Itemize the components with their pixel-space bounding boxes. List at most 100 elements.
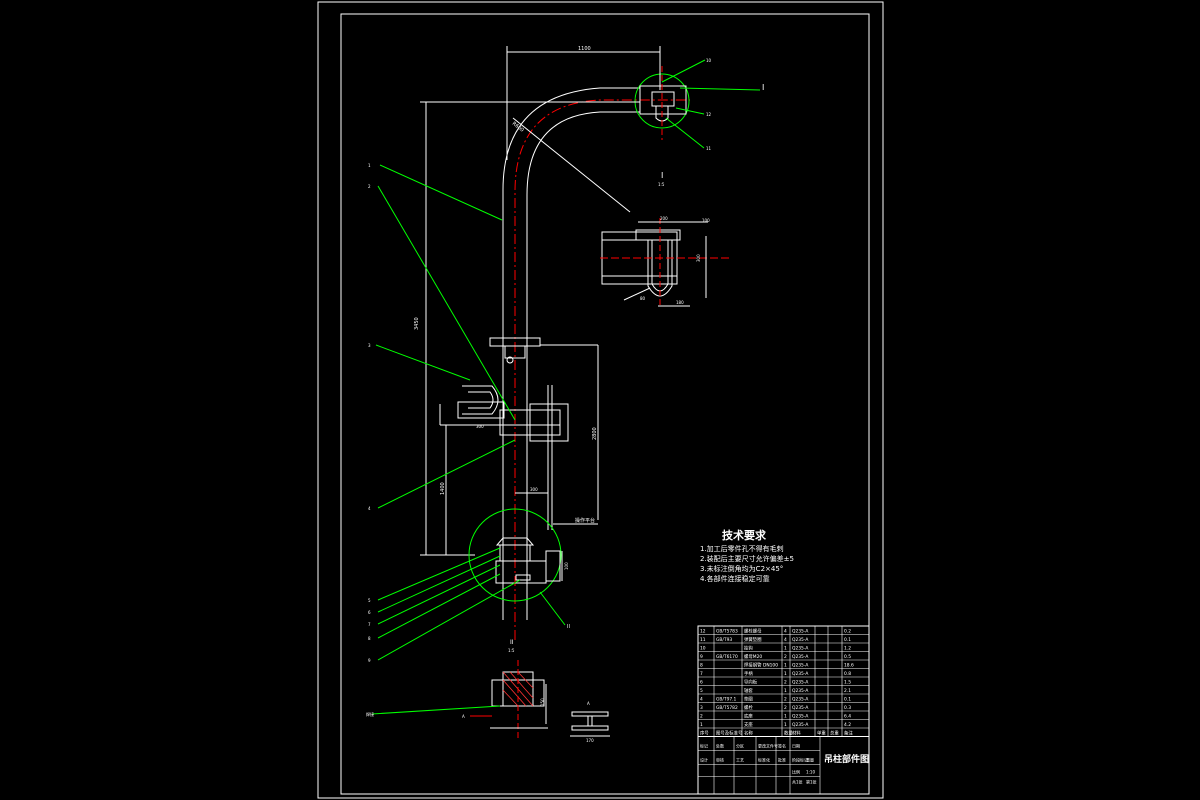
titleblock-cell: 标记 [700,743,708,749]
bom-cell: 4 [700,697,703,703]
dim-top-width: 1100 [578,46,591,52]
titleblock-frame [697,736,870,795]
bom-cell: Q235-A [792,629,808,635]
bom-cell: 1.2 [844,646,851,652]
bom-header-cell: 名称 [744,730,753,737]
dim-clamp-c: 300 [696,254,701,262]
drawing-title: 吊柱部件图 [824,753,869,765]
bom-cell: 3 [700,705,703,711]
callout-4: 4 [368,506,371,511]
bom-cell: 2 [700,714,703,720]
bom-cell: Q235-A [792,722,808,728]
callout-6: 6 [368,610,371,615]
bom-cell: Q235-A [792,671,808,677]
callout-9: 9 [368,658,371,663]
bom-cell: 4 [784,637,787,643]
bom-header-cell: 图号及标准号 [716,730,743,737]
callout-1: 1 [368,163,371,168]
section-a-view: A 170 [570,701,610,743]
bom-cell: 6.4 [844,714,851,720]
outer-frame [317,1,884,799]
dim-clamp-a: 200 [660,216,668,221]
bom-cell: 螺栓 [744,704,753,711]
bom-cell: 9 [700,654,703,660]
left-callouts: 1 2 3 4 5 6 7 8 9 [368,163,521,663]
bom-cell: 0.3 [844,705,851,711]
callout-11: 11 [706,146,712,151]
bom-header-cell: 序号 [700,730,709,737]
callout-10: 10 [706,58,712,63]
bom-header-cell: 数量 [784,730,793,737]
bom-cell: 18.6 [844,663,854,669]
bom-cell: 焊接钢管 DN100 [744,662,778,669]
bom-cell: 0.2 [844,629,851,635]
bom-cell: GB/T93 [716,637,732,643]
bom-cell: 2 [784,654,787,660]
dim-bottom-width: 170 [586,738,594,743]
bom-cell: Q235-A [792,688,808,694]
callout-7: 7 [368,622,371,627]
bom-cell: 导向板 [744,679,758,686]
callout-ii: II [539,591,570,630]
callout-2: 2 [368,184,371,189]
titleblock-cell: 审核 [716,757,724,763]
dim-total-height: 3450 [414,317,420,330]
tech-item-2: 2.装配后主要尺寸允许偏差±5 [700,554,794,563]
titleblock-cell: 批准 [778,757,786,763]
bom-cell: Q235-A [792,714,808,720]
bottom-section-view: II 1:5 150 焊接 A [366,639,548,740]
dim-platform: 操作平台 [575,517,595,524]
callout-12: 12 [706,112,712,117]
mid-flange: 2800 [489,337,599,520]
bom-cell: 8 [700,663,703,669]
dim-clamp-e: 80 [640,296,646,301]
bom-cell: 0.5 [844,654,851,660]
bom-cell: GB/T5782 [716,705,738,711]
bom-cell: 1 [784,722,787,728]
bom-cell: 11 [700,637,706,643]
dim-clamp-b: 100 [702,218,710,223]
callout-top-right: 10 I 12 11 [661,58,764,151]
callout-5: 5 [368,598,371,603]
bom-cell: 1.5 [844,680,851,686]
mid-clamp: 300 [439,385,569,530]
titleblock-cell: 处数 [716,743,724,749]
inner-frame [340,13,870,795]
bom-cell: 垫圈 [744,696,753,703]
bom-header-cell: 总重 [830,730,839,737]
bom-cell: GB/T6170 [716,654,738,660]
bom-cell: 2.1 [844,688,851,694]
bom-cell: 0.8 [844,671,851,677]
bom-cell: 4.2 [844,722,851,728]
titleblock-cell: 日期 [792,743,800,749]
label-detail-i: I [661,171,663,180]
height-dimension: 3450 [414,101,640,556]
bom-cell: 7 [700,671,703,677]
callout-8: 8 [368,636,371,641]
label-ii-scale: 1:5 [508,648,515,653]
titleblock-cell: 重量 [806,757,814,763]
main-column [502,87,690,640]
bom-cell: 1 [784,646,787,652]
titleblock-cell: 1:10 [806,770,815,775]
bom-cell: Q235-A [792,705,808,711]
dim-low-height: 1400 [440,482,446,495]
bom-cell: 4 [784,629,787,635]
dim-base-height: 100 [564,562,569,570]
titleblock-cell: 设计 [700,757,708,763]
titleblock-cell: 比例 [792,769,800,775]
a-arrow-label: A [462,714,465,719]
bom-cell: 12 [700,629,706,635]
titleblock-cell: 更改文件号 [758,743,778,749]
bom-cell: 螺栓螺母 [744,628,762,635]
low-dimension: 1400 300 操作平台 [440,425,598,555]
base-assembly: 100 [468,508,569,602]
titleblock-cell: 工艺 [736,758,744,763]
bom-cell: 1 [700,722,703,728]
bom-cell: 手柄 [744,670,753,677]
dim-mid-height: 2800 [592,427,598,440]
bom-cell: GB/T97.1 [716,697,737,703]
